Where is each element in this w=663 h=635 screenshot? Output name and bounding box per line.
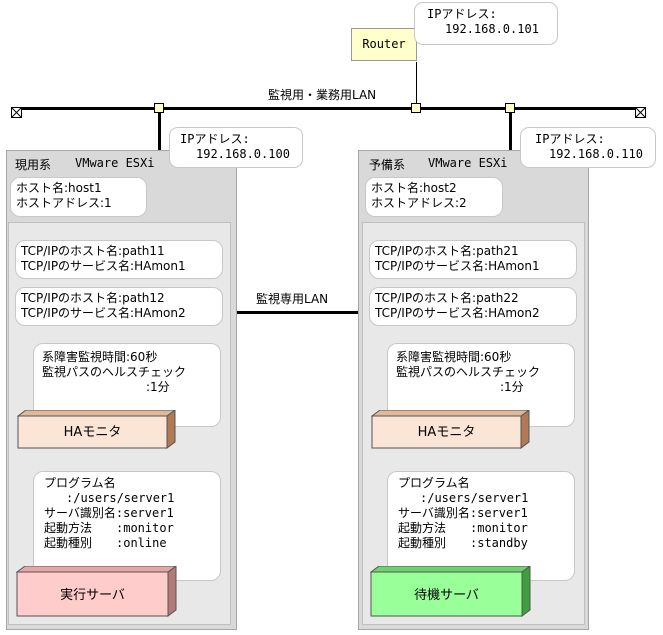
lan-terminator-left-icon [11,103,22,118]
standby-tcp1-service: TCP/IPのサービス名:HAmon1 [375,259,540,273]
standby-ip-callout: IPアドレス: 192.168.0.110 [520,127,656,168]
lan-monitor-line [231,311,363,314]
router-lan-node-icon [411,103,421,113]
primary-lan-node-icon [154,103,164,113]
primary-tcp1-host: TCP/IPのホスト名:path11 [21,244,165,258]
standby-ha-box [370,409,531,450]
router-ip-value: 192.168.0.101 [445,22,539,36]
standby-server-box [369,565,532,618]
primary-program-box: プログラム名 :/users/server1 サーバ識別名:server1 起動… [33,471,221,581]
primary-server-label: 実行サーバ [60,588,125,603]
primary-platform-label: VMware ESXi [75,156,155,170]
lan-terminator-right-icon [635,103,646,118]
primary-host-address: ホストアドレス:1 [16,196,112,210]
primary-host-name: ホスト名:host1 [16,181,102,195]
primary-ha-label: HAモニタ [63,425,122,440]
standby-monitor-interval: :1分 [500,380,524,394]
primary-ip-value: 192.168.0.100 [196,147,290,161]
primary-tcp1-service: TCP/IPのサービス名:HAmon1 [21,259,186,273]
router-uplink-line [416,62,417,108]
primary-tcp2-service: TCP/IPのサービス名:HAmon2 [21,306,186,320]
primary-monitor-time: 系障害監視時間:60秒 [42,350,158,364]
primary-monitor-health: 監視パスのヘルスチェック [42,365,187,379]
router-ip-callout: IPアドレス: 192.168.0.101 [414,2,558,45]
standby-host-box: ホスト名:host2 ホストアドレス:2 [365,177,503,217]
primary-ha-box [16,409,177,450]
standby-tcp1-host: TCP/IPのホスト名:path21 [375,244,519,258]
router-ip-label: IPアドレス: [427,7,497,21]
standby-server-label: 待機サーバ [414,588,479,603]
primary-program-path: :/users/server1 [66,491,175,505]
standby-monitor-time: 系障害監視時間:60秒 [396,350,512,364]
standby-platform-label: VMware ESXi [428,156,508,170]
standby-ha-label: HAモニタ [417,425,476,440]
standby-tcp2-host: TCP/IPのホスト名:path22 [375,291,519,305]
standby-ip-label: IPアドレス: [535,132,605,146]
standby-program-name-label: プログラム名 [398,476,470,490]
primary-ip-callout: IPアドレス: 192.168.0.100 [169,127,303,168]
primary-tcp2-box: TCP/IPのホスト名:path12 TCP/IPのサービス名:HAmon2 [15,287,223,326]
standby-program-path: :/users/server1 [420,491,529,505]
standby-host-name: ホスト名:host2 [371,181,457,195]
standby-tcp2-box: TCP/IPのホスト名:path22 TCP/IPのサービス名:HAmon2 [369,287,577,326]
standby-host-address: ホストアドレス:2 [371,196,467,210]
standby-program-box: プログラム名 :/users/server1 サーバ識別名:server1 起動… [387,471,575,581]
router-box: Router [351,28,417,61]
primary-host-box: ホスト名:host1 ホストアドレス:1 [10,177,147,217]
primary-monitor-interval: :1分 [146,380,170,394]
primary-server-id: サーバ識別名:server1 [44,506,174,520]
standby-start-method: 起動方法 :monitor [398,521,528,535]
standby-lan-node-icon [505,103,515,113]
standby-ip-value: 192.168.0.110 [549,147,643,161]
standby-monitor-health: 監視パスのヘルスチェック [396,365,541,379]
primary-tcp2-host: TCP/IPのホスト名:path12 [21,291,165,305]
standby-start-type: 起動種別 :standby [398,536,528,550]
lan-monitor-label: 監視専用LAN [256,292,329,306]
lan-main-line [16,107,642,110]
standby-tcp2-service: TCP/IPのサービス名:HAmon2 [375,306,540,320]
primary-program-name-label: プログラム名 [44,476,116,490]
primary-system-label: 現用系 [15,158,52,172]
primary-server-box [15,565,178,618]
standby-server-id: サーバ識別名:server1 [398,506,528,520]
primary-start-type: 起動種別 :online [44,536,167,550]
standby-system-label: 予備系 [369,158,406,172]
primary-start-method: 起動方法 :monitor [44,521,174,535]
standby-tcp1-box: TCP/IPのホスト名:path21 TCP/IPのサービス名:HAmon1 [369,240,577,279]
lan-main-label: 監視用・業務用LAN [268,88,377,102]
primary-ip-label: IPアドレス: [180,132,250,146]
primary-tcp1-box: TCP/IPのホスト名:path11 TCP/IPのサービス名:HAmon1 [15,240,223,279]
